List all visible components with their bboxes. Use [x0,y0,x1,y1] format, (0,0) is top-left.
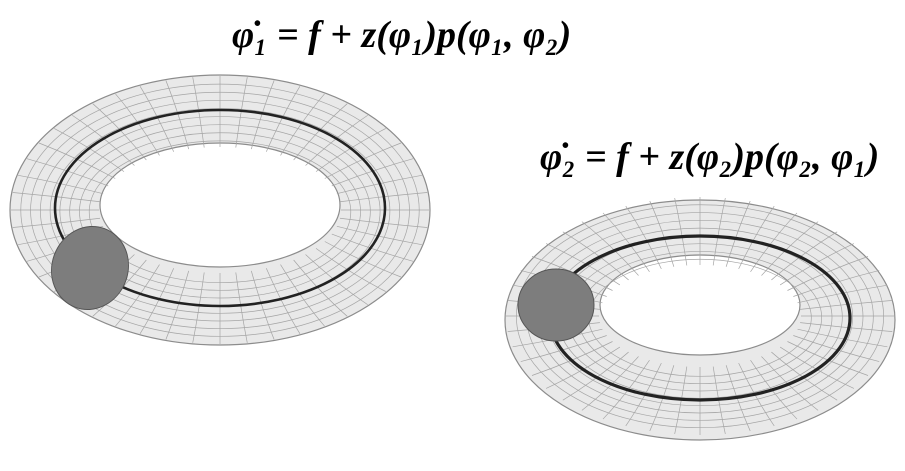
mesh-spoke [165,270,190,340]
mesh-spoke [602,359,650,420]
mesh-spoke [235,272,248,343]
mesh-spoke [625,362,662,427]
mesh-spoke [625,205,662,270]
mesh-spoke [750,212,798,273]
mesh-spoke [139,268,175,334]
mesh-spoke [793,335,880,362]
torus-1-trajectory [53,108,387,308]
mesh-spoke [235,77,248,148]
mesh-spoke [779,243,855,286]
torus-1 [9,74,431,346]
mesh-spoke [520,335,607,362]
mesh-spoke [750,359,798,420]
mesh-spoke [771,231,838,281]
mesh-spoke [674,366,688,435]
torus-2-cross-section [517,268,595,342]
mesh-spoke [280,264,325,327]
mesh-spoke [725,200,751,267]
equation-phi2: φ̇₂ = f + z(φ₂)p(φ₂, φ₁) [540,136,880,178]
mesh-spoke [250,270,275,340]
mesh-spoke [649,200,675,267]
mesh-spoke [165,80,190,150]
mesh-spoke [761,221,819,276]
mesh-spoke [581,221,639,276]
mesh-spoke [725,365,751,432]
mesh-spoke [331,233,414,262]
mesh-spoke [649,365,675,432]
mesh-spoke [545,243,621,286]
mesh-spoke [738,362,775,427]
mesh-spoke [192,77,205,148]
mesh-spoke [315,248,386,292]
mesh-spoke [265,268,301,334]
mesh-spoke [581,356,639,411]
mesh-spoke [192,272,205,343]
mesh-spoke [712,197,726,266]
mesh-spoke [761,356,819,411]
mesh-spoke [800,322,893,332]
mesh-spoke [250,80,275,150]
torus-2-mesh [506,197,894,435]
mesh-spoke [305,254,368,306]
mesh-spoke [324,241,402,278]
mesh-spoke [602,212,650,273]
torus-1-cross-section [51,225,129,311]
torus-2 [504,197,896,441]
mesh-spoke [293,259,348,317]
mesh-spoke [797,328,888,348]
mesh-spoke [738,205,775,270]
mesh-spoke [562,231,629,281]
mesh-spoke [800,300,893,310]
mesh-spoke [674,197,688,266]
mesh-spoke [115,264,160,327]
equation-phi1: φ̇₁ = f + z(φ₁)p(φ₁, φ₂) [232,14,572,56]
mesh-spoke [712,366,726,435]
mesh-spoke [787,256,869,291]
